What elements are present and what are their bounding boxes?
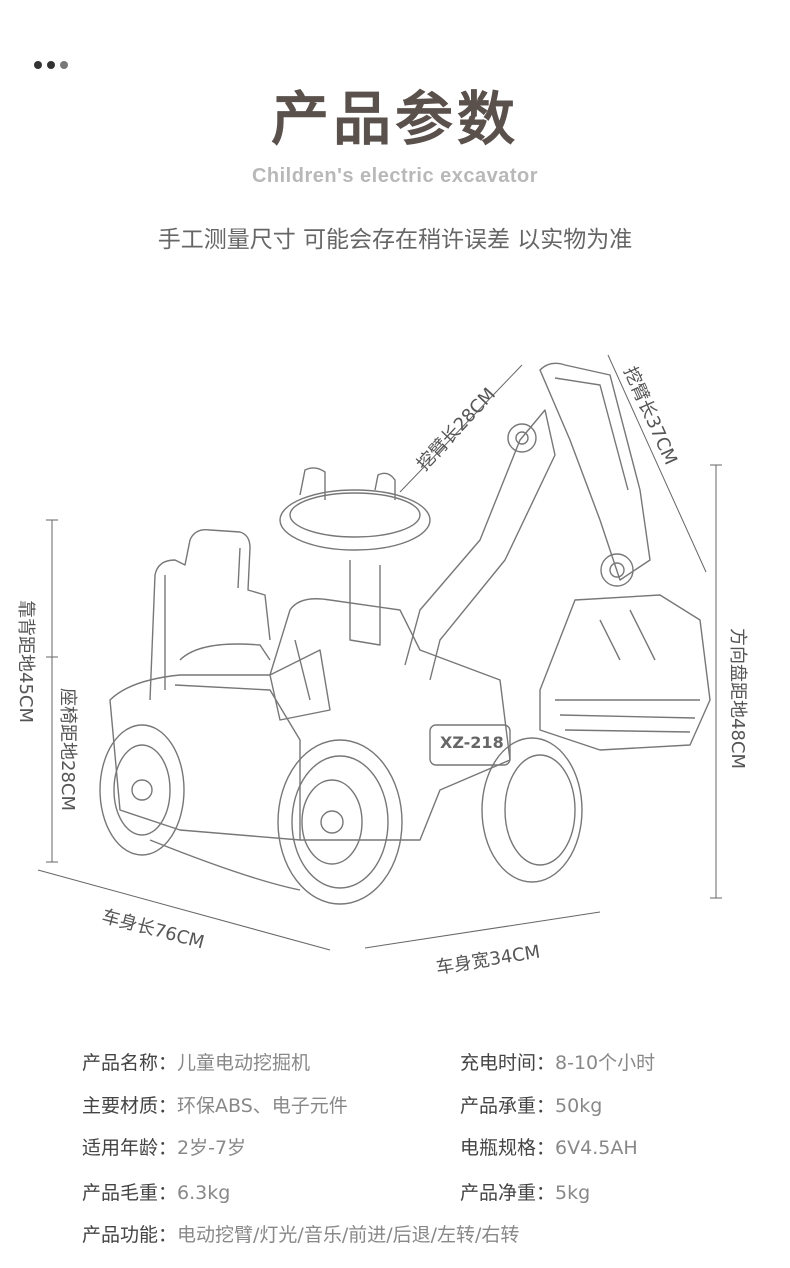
seat-height-label: 座椅距地28CM <box>57 688 78 812</box>
spec-gross-weight: 产品毛重：6.3kg <box>82 1182 231 1204</box>
steering-wheel-height-label: 方向盘距地48CM <box>727 628 748 770</box>
model-badge: XZ-218 <box>440 733 504 752</box>
excavator-illustration <box>37 354 722 951</box>
spec-material: 主要材质：环保ABS、电子元件 <box>82 1095 348 1117</box>
spec-battery: 电瓶规格：6V4.5AH <box>460 1137 638 1159</box>
backrest-height-label: 靠背距地45CM <box>15 600 36 724</box>
spec-charge-time: 充电时间：8-10个小时 <box>460 1052 656 1074</box>
page-title: 产品参数 <box>270 85 519 153</box>
subtitle: Children's electric excavator <box>251 165 539 187</box>
measurement-note: 手工测量尺寸 可能会存在稍许误差 以实物为准 <box>157 227 633 253</box>
spec-age: 适用年龄：2岁-7岁 <box>82 1137 247 1159</box>
more-dots-icon <box>34 61 68 69</box>
spec-load: 产品承重：50kg <box>460 1095 603 1117</box>
spec-net-weight: 产品净重：5kg <box>460 1182 591 1204</box>
dimension-lines <box>37 354 722 951</box>
excavator-body <box>99 362 711 905</box>
spec-functions: 产品功能：电动挖臂/灯光/音乐/前进/后退/左转/右转 <box>82 1224 520 1246</box>
spec-product-name: 产品名称：儿童电动挖掘机 <box>82 1052 311 1074</box>
